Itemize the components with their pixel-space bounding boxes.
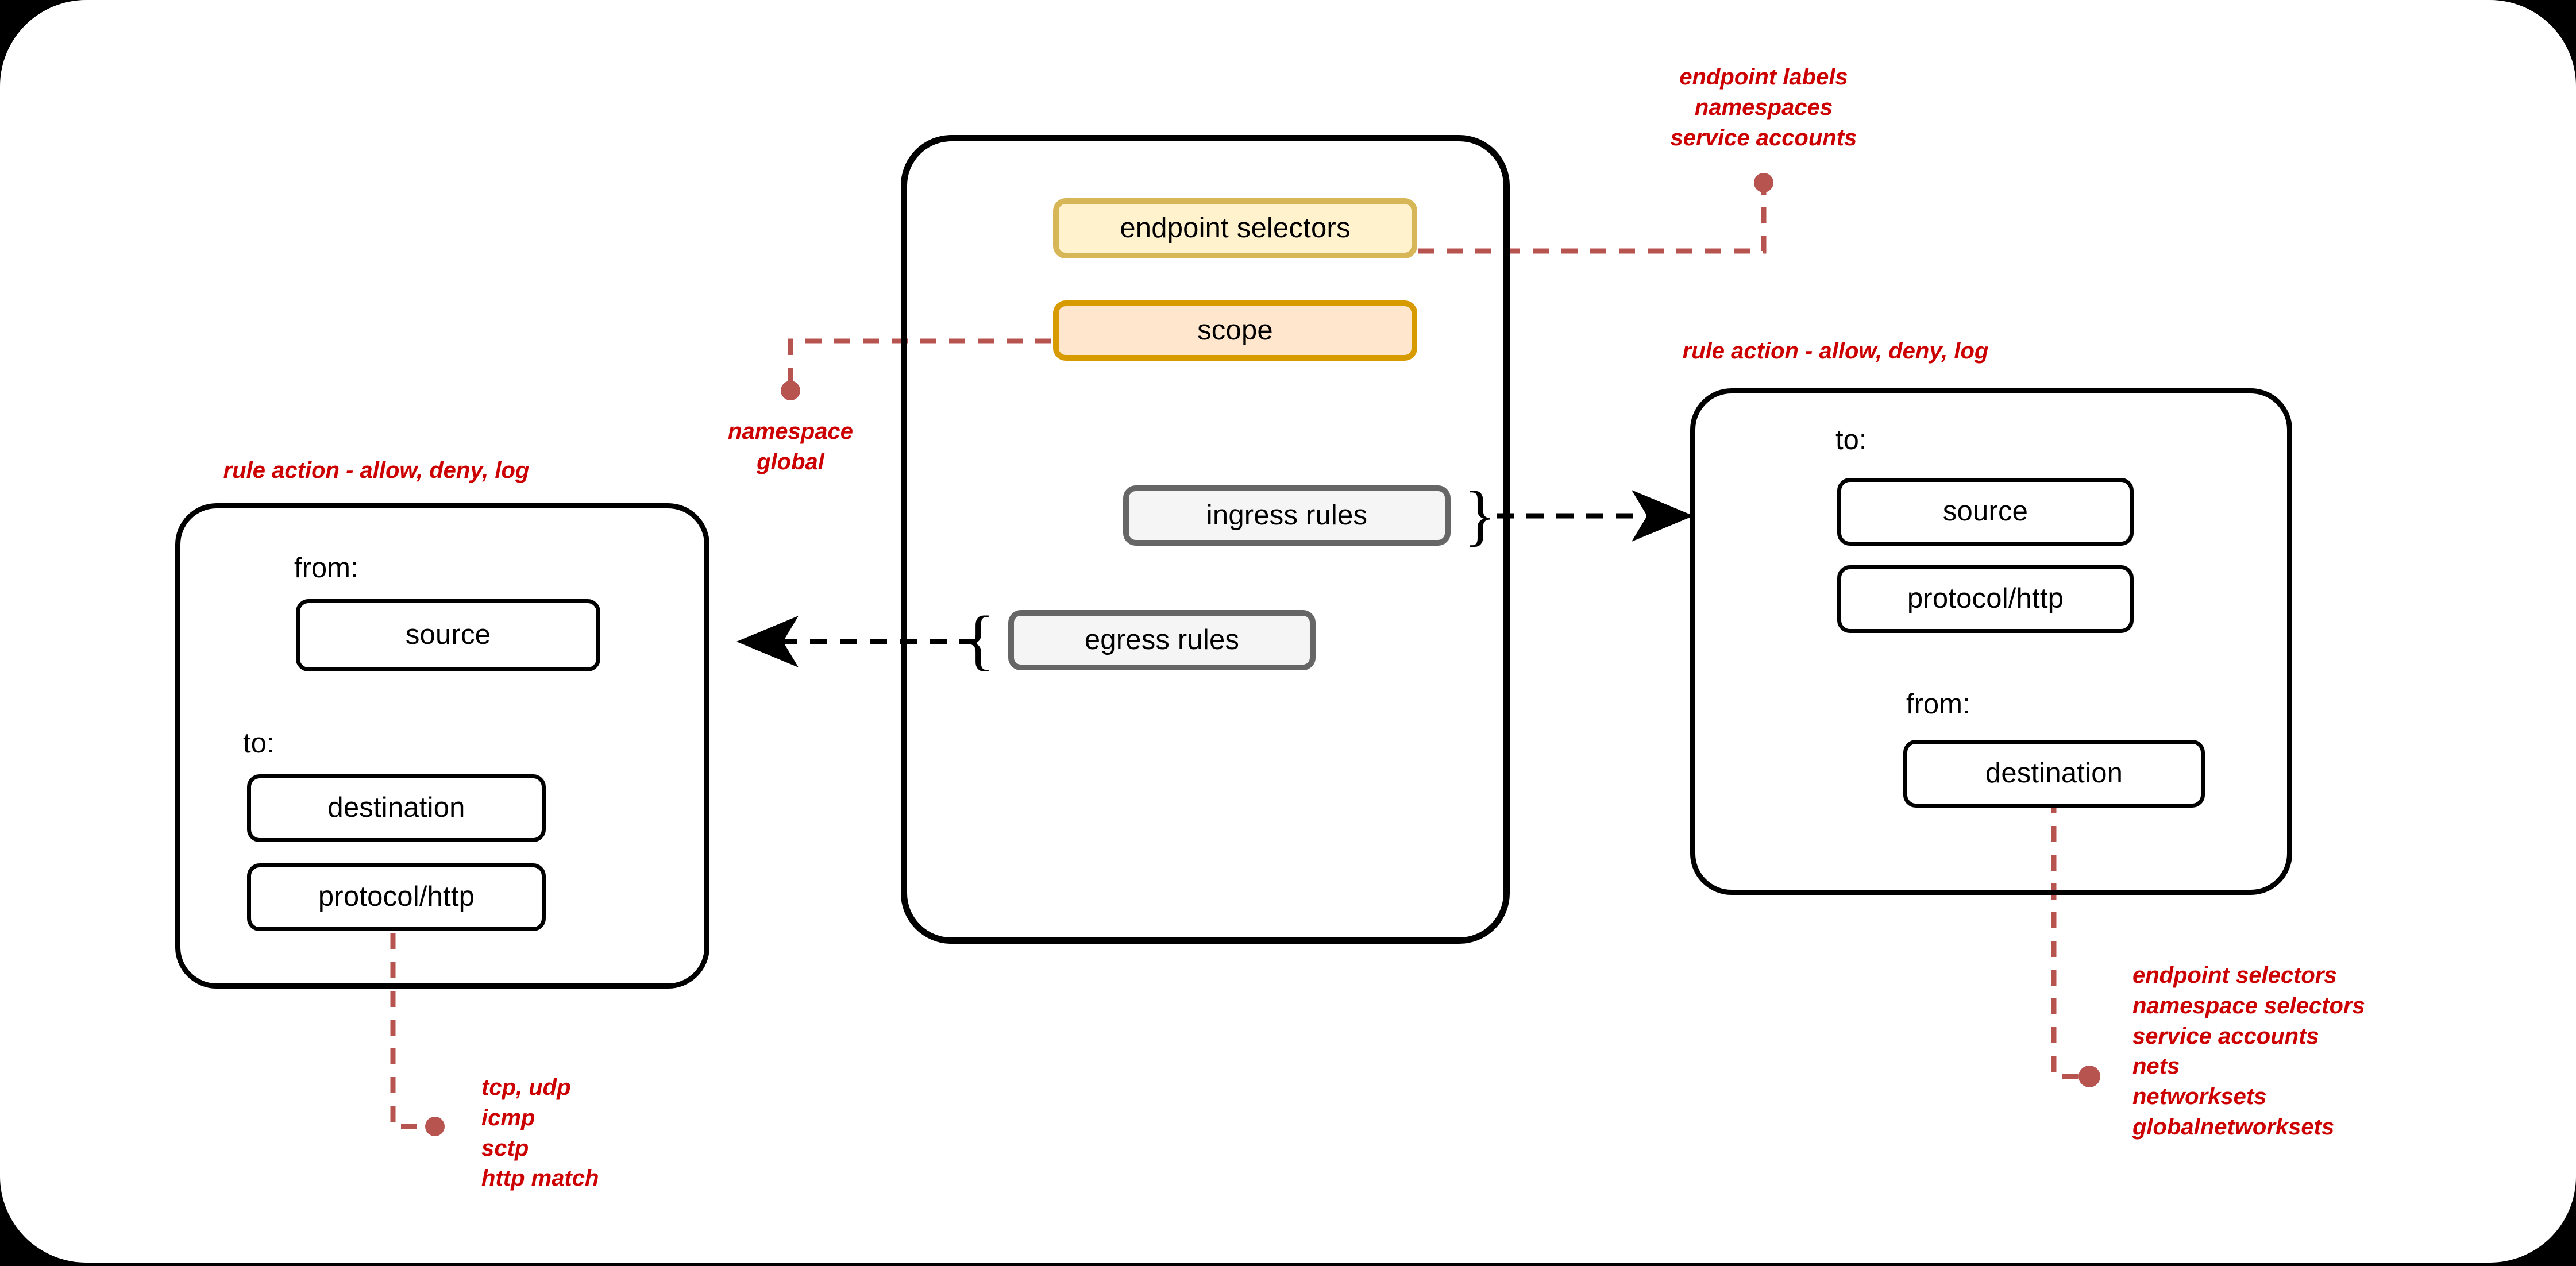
policy-container	[901, 135, 1510, 944]
left-from-caption: from:	[294, 553, 358, 584]
node-egress-rules-label: egress rules	[1084, 624, 1240, 655]
left-node-protocol-http-label: protocol/http	[318, 881, 475, 913]
left-rule-action-label: rule action - allow, deny, log	[223, 458, 530, 483]
annotation-endpoint-selectors: endpoint labels namespaces service accou…	[1670, 64, 1857, 150]
right-node-protocol-http[interactable]: protocol/http	[1837, 565, 2134, 633]
node-ingress-rules[interactable]: ingress rules	[1123, 485, 1451, 546]
node-scope-label: scope	[1197, 314, 1273, 346]
right-rule-container	[1690, 388, 2292, 895]
right-node-destination[interactable]: destination	[1903, 740, 2205, 808]
node-endpoint-selectors[interactable]: endpoint selectors	[1053, 198, 1417, 258]
ingress-brace: }	[1464, 477, 1497, 553]
left-to-caption: to:	[243, 728, 275, 759]
node-egress-rules[interactable]: egress rules	[1008, 610, 1316, 670]
left-node-destination[interactable]: destination	[247, 774, 546, 842]
left-node-protocol-http[interactable]: protocol/http	[247, 863, 546, 931]
annotation-scope: namespace global	[728, 419, 853, 474]
right-node-source[interactable]: source	[1837, 478, 2134, 546]
left-node-source-label: source	[405, 619, 491, 651]
egress-brace: {	[962, 602, 995, 677]
node-endpoint-selectors-label: endpoint selectors	[1120, 212, 1351, 244]
left-node-destination-label: destination	[327, 792, 465, 824]
right-from-caption: from:	[1906, 689, 1970, 720]
annotation-protocol-http: tcp, udp icmp sctp http match	[481, 1075, 599, 1191]
right-node-protocol-http-label: protocol/http	[1907, 583, 2064, 615]
right-node-source-label: source	[1942, 496, 2029, 527]
annotation-destination-selectors: endpoint selectors namespace selectors s…	[2132, 963, 2365, 1140]
left-node-source[interactable]: source	[296, 599, 600, 671]
right-node-destination-label: destination	[1985, 758, 2123, 789]
right-rule-action-label: rule action - allow, deny, log	[1682, 338, 1989, 364]
right-to-caption: to:	[1835, 424, 1867, 456]
node-ingress-rules-label: ingress rules	[1206, 499, 1368, 531]
left-rule-container	[175, 503, 709, 989]
node-scope[interactable]: scope	[1053, 300, 1417, 361]
